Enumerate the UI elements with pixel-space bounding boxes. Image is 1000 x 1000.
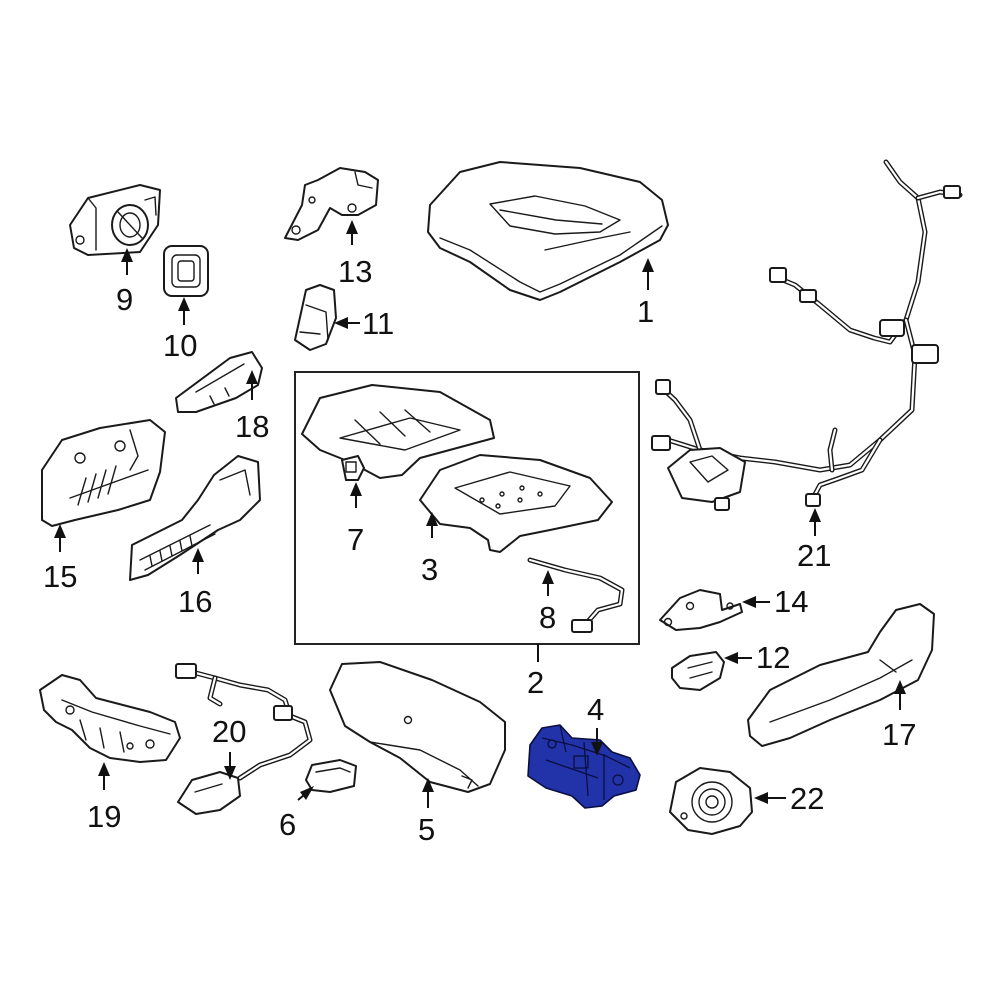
part-13-bracket[interactable] bbox=[284, 167, 379, 241]
callout-4-label: 4 bbox=[587, 692, 604, 727]
callout-5-label: 5 bbox=[418, 812, 435, 847]
part-21-wiring-harness[interactable] bbox=[651, 159, 963, 511]
callout-10: 10 bbox=[163, 297, 197, 363]
part-15-side-shield[interactable] bbox=[41, 419, 166, 527]
part-14-bracket[interactable] bbox=[659, 589, 743, 631]
part-12-clip[interactable] bbox=[671, 651, 725, 691]
part-16-inner-shield[interactable] bbox=[129, 455, 261, 581]
part-11-clip[interactable] bbox=[294, 284, 337, 351]
callout-1-label: 1 bbox=[637, 294, 654, 329]
part-18-side-trim[interactable] bbox=[175, 351, 263, 413]
callout-22-label: 22 bbox=[790, 781, 824, 816]
callout-14-label: 14 bbox=[774, 584, 808, 619]
callout-17-label: 17 bbox=[882, 717, 916, 752]
assembly-frame-2 bbox=[294, 371, 640, 645]
callout-15: 15 bbox=[43, 524, 77, 594]
callout-12: 12 bbox=[724, 640, 790, 675]
callout-18: 18 bbox=[235, 370, 269, 444]
callout-9: 9 bbox=[116, 248, 133, 317]
part-6-switch-cover[interactable] bbox=[305, 759, 357, 793]
callout-12-label: 12 bbox=[756, 640, 790, 675]
callout-16-label: 16 bbox=[178, 584, 212, 619]
part-20-sub-harness[interactable] bbox=[175, 663, 313, 815]
callout-19-label: 19 bbox=[87, 799, 121, 834]
callout-20: 20 bbox=[212, 714, 246, 780]
part-8-harness[interactable] bbox=[527, 557, 625, 633]
callout-2-label: 2 bbox=[527, 665, 544, 700]
callout-9-label: 9 bbox=[116, 282, 133, 317]
callout-2: 2 bbox=[527, 644, 544, 700]
part-17-outer-cover[interactable] bbox=[747, 603, 935, 747]
callout-15-label: 15 bbox=[43, 559, 77, 594]
callout-21-label: 21 bbox=[797, 538, 831, 573]
part-1-cushion-cover[interactable] bbox=[427, 161, 669, 301]
callout-5: 5 bbox=[418, 778, 435, 847]
part-5-cushion-pad[interactable] bbox=[329, 661, 506, 793]
callout-22: 22 bbox=[754, 781, 824, 816]
part-10-switch-bezel[interactable] bbox=[163, 245, 209, 297]
callout-10-label: 10 bbox=[163, 328, 197, 363]
part-4-highlighted-motor[interactable] bbox=[527, 724, 641, 809]
callout-16: 16 bbox=[178, 548, 212, 619]
callout-3: 3 bbox=[421, 512, 438, 587]
callout-21: 21 bbox=[797, 508, 831, 573]
callout-6: 6 bbox=[279, 786, 314, 842]
callout-7: 7 bbox=[347, 482, 364, 557]
part-7-connector[interactable] bbox=[341, 455, 365, 481]
part-19-adjuster[interactable] bbox=[39, 674, 181, 763]
callout-11: 11 bbox=[334, 306, 394, 341]
callout-11-label: 11 bbox=[362, 306, 394, 341]
callout-13: 13 bbox=[338, 220, 372, 289]
callout-7-label: 7 bbox=[347, 522, 364, 557]
callout-1: 1 bbox=[637, 258, 654, 329]
callout-18-label: 18 bbox=[235, 409, 269, 444]
callout-13-label: 13 bbox=[338, 254, 372, 289]
part-22-recliner-spring[interactable] bbox=[669, 767, 753, 835]
callout-8-label: 8 bbox=[539, 600, 556, 635]
part-3-seat-pan[interactable] bbox=[419, 454, 613, 553]
callout-4: 4 bbox=[587, 692, 604, 756]
callout-17: 17 bbox=[882, 680, 916, 752]
callout-3-label: 3 bbox=[421, 552, 438, 587]
callout-19: 19 bbox=[87, 762, 121, 834]
callout-6-label: 6 bbox=[279, 807, 296, 842]
callout-14: 14 bbox=[742, 584, 808, 619]
callout-20-label: 20 bbox=[212, 714, 246, 749]
callout-8: 8 bbox=[539, 570, 556, 635]
part-9-seat-switch[interactable] bbox=[69, 184, 161, 256]
